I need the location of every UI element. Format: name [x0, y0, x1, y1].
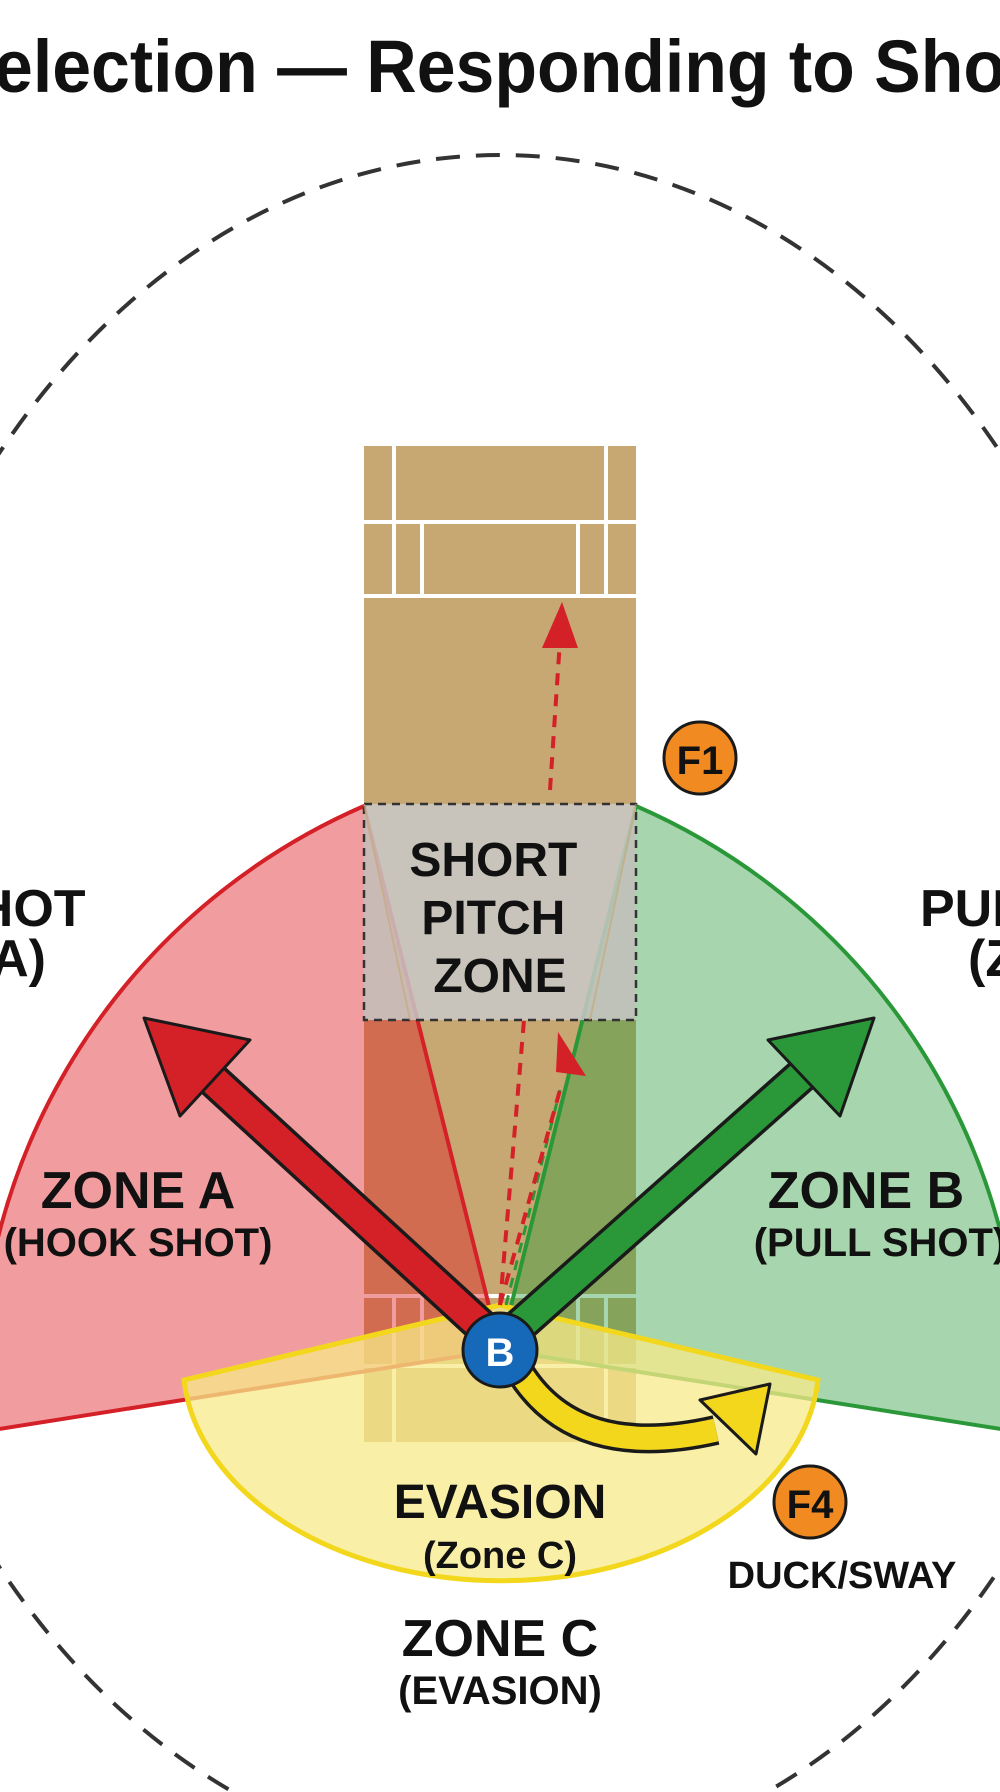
svg-text:ZONE C: ZONE C — [402, 1610, 598, 1668]
hook-shot-arrow — [142, 1016, 505, 1350]
short-pitch-zone: SHORT PITCH ZONE — [362, 802, 638, 1022]
zone-c-desc: (EVASION) — [398, 1669, 602, 1713]
zone-b-name: ZONE B — [768, 1162, 964, 1220]
svg-text:(PULL SHOT): (PULL SHOT) — [754, 1221, 1000, 1265]
zone-c-inner-desc: (Zone C) — [423, 1535, 577, 1577]
svg-text:EVASION: EVASION — [394, 1476, 606, 1529]
pull-shot-arrow — [496, 1016, 876, 1350]
fielder-f1-label: F1 — [677, 739, 724, 783]
zone-c-name: ZONE C — [402, 1610, 598, 1668]
svg-text:(HOOK SHOT): (HOOK SHOT) — [4, 1221, 273, 1265]
zone-c-inner-name: EVASION — [394, 1476, 606, 1529]
evasion-arrow — [507, 1363, 772, 1456]
short-pitch-label-line3: ZONE — [433, 950, 566, 1003]
fielder-f4-label: F4 — [787, 1483, 834, 1527]
fielder-f4-marker: F4 — [772, 1464, 848, 1540]
svg-text:(Zone C): (Zone C) — [423, 1535, 577, 1577]
zone-a-outer-line1: SHOT — [0, 880, 86, 938]
short-pitch-label-line2: PITCH — [421, 892, 565, 945]
svg-text:SHOT A): SHOT A) — [0, 880, 100, 988]
zone-a-outer-line2: A) — [0, 930, 46, 988]
short-pitch-label-line1: SHORT — [409, 834, 577, 887]
zone-a-desc: (HOOK SHOT) — [4, 1221, 273, 1265]
fielder-f4-caption: DUCK/SWAY — [728, 1555, 957, 1597]
zone-b-desc: (PULL SHOT) — [754, 1221, 1000, 1265]
zone-b-outer-line2: (Z — [968, 930, 1000, 988]
batsman-label: B — [486, 1331, 515, 1375]
ball-trajectory — [498, 602, 586, 1306]
svg-text:ZONE B: ZONE B — [768, 1162, 964, 1220]
fielder-f1-marker: F1 — [662, 720, 738, 796]
batsman-marker: B — [461, 1311, 539, 1389]
zone-a-name: ZONE A — [41, 1162, 236, 1220]
zone-c-area — [181, 1302, 821, 1584]
svg-text:ZONE A: ZONE A — [41, 1162, 236, 1220]
zone-b-outer-line1: PUL — [920, 880, 1000, 938]
page-title: election — Responding to Sho — [0, 25, 1000, 108]
svg-text:SHORT PITCH ZONE: SHORT PITCH ZONE — [409, 834, 590, 1003]
svg-text:(EVASION): (EVASION) — [398, 1669, 602, 1713]
svg-text:PUL (Z: PUL (Z — [920, 880, 1000, 988]
